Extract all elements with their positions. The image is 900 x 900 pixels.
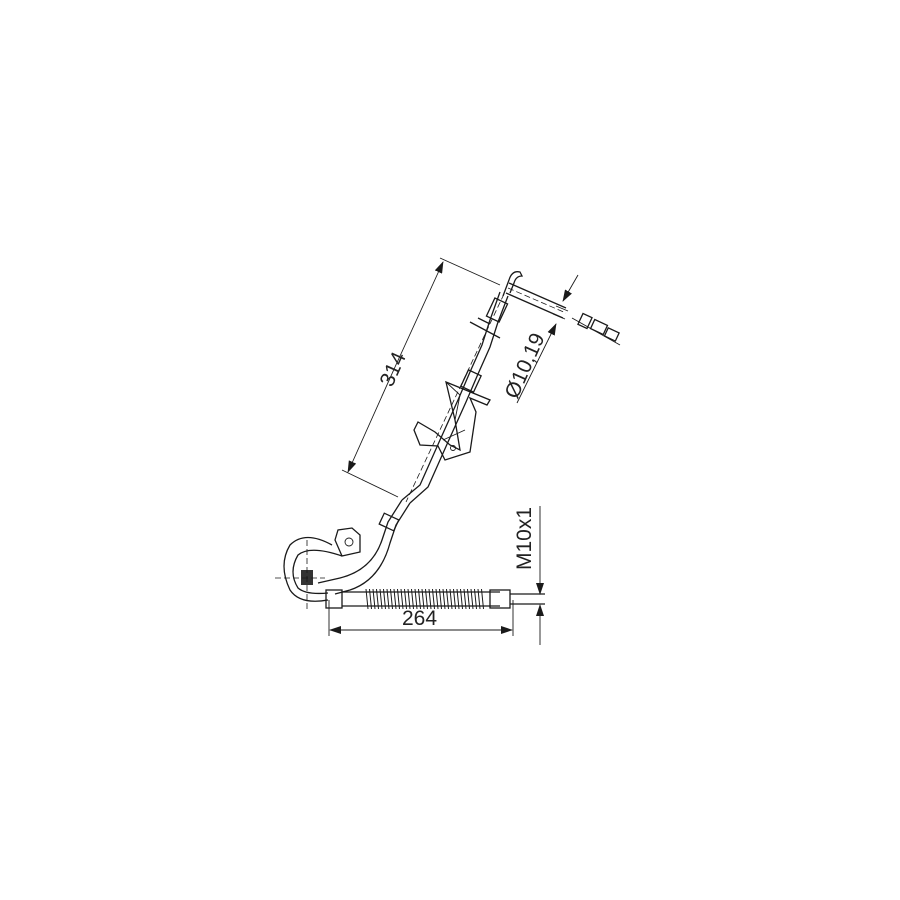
upper-pipe — [502, 271, 569, 320]
dimension-label-264: 264 — [402, 607, 437, 630]
dimension-label-diameter: Ø10,19 — [501, 330, 550, 402]
coil-turn — [432, 588, 435, 610]
coil-turn — [372, 588, 376, 610]
coil-turn — [463, 588, 467, 610]
coil-turn — [418, 588, 421, 610]
coil-turn — [467, 588, 470, 610]
coil-turn — [369, 588, 372, 610]
coil-turn — [376, 588, 379, 610]
hose-upper-section — [401, 291, 509, 504]
coil-turn — [456, 588, 460, 610]
coil-turn — [386, 588, 390, 610]
coil-turn — [474, 588, 477, 610]
coil-turn — [397, 588, 400, 610]
coil-turn — [470, 588, 474, 610]
dimension-label-thread: M10x1 — [513, 507, 536, 570]
coil-turn — [442, 588, 446, 610]
dimension-thread: M10x1 — [513, 506, 544, 645]
coil-turn — [393, 588, 397, 610]
coil-turn — [383, 588, 386, 610]
coil-turn — [421, 588, 425, 610]
coil-turn — [428, 588, 432, 610]
mounting-bracket — [413, 380, 491, 461]
connector-detail — [571, 312, 621, 346]
coil-turn — [453, 588, 456, 610]
coil-turn — [477, 588, 481, 610]
coil-turn — [460, 588, 463, 610]
coil-turn — [481, 588, 484, 610]
coil-turn — [379, 588, 383, 610]
coil-turn — [414, 588, 418, 610]
coil-turn — [449, 588, 453, 610]
coil-turn — [407, 588, 411, 610]
coil-turn — [400, 588, 404, 610]
coil-turn — [439, 588, 442, 610]
hose-lower-section — [275, 499, 411, 610]
dimension-diameter: Ø10,19 — [501, 274, 579, 404]
coil-turn — [411, 588, 414, 610]
spring-coil — [365, 588, 484, 610]
coil-turn — [365, 588, 369, 610]
coil-turn — [425, 588, 428, 610]
coil-turn — [446, 588, 449, 610]
coil-turn — [390, 588, 393, 610]
hose-bottom-section — [325, 588, 545, 610]
dimension-264: 264 — [328, 600, 514, 636]
dimension-label-314: 314 — [376, 348, 411, 390]
coil-turn — [404, 588, 407, 610]
coil-turn — [435, 588, 439, 610]
